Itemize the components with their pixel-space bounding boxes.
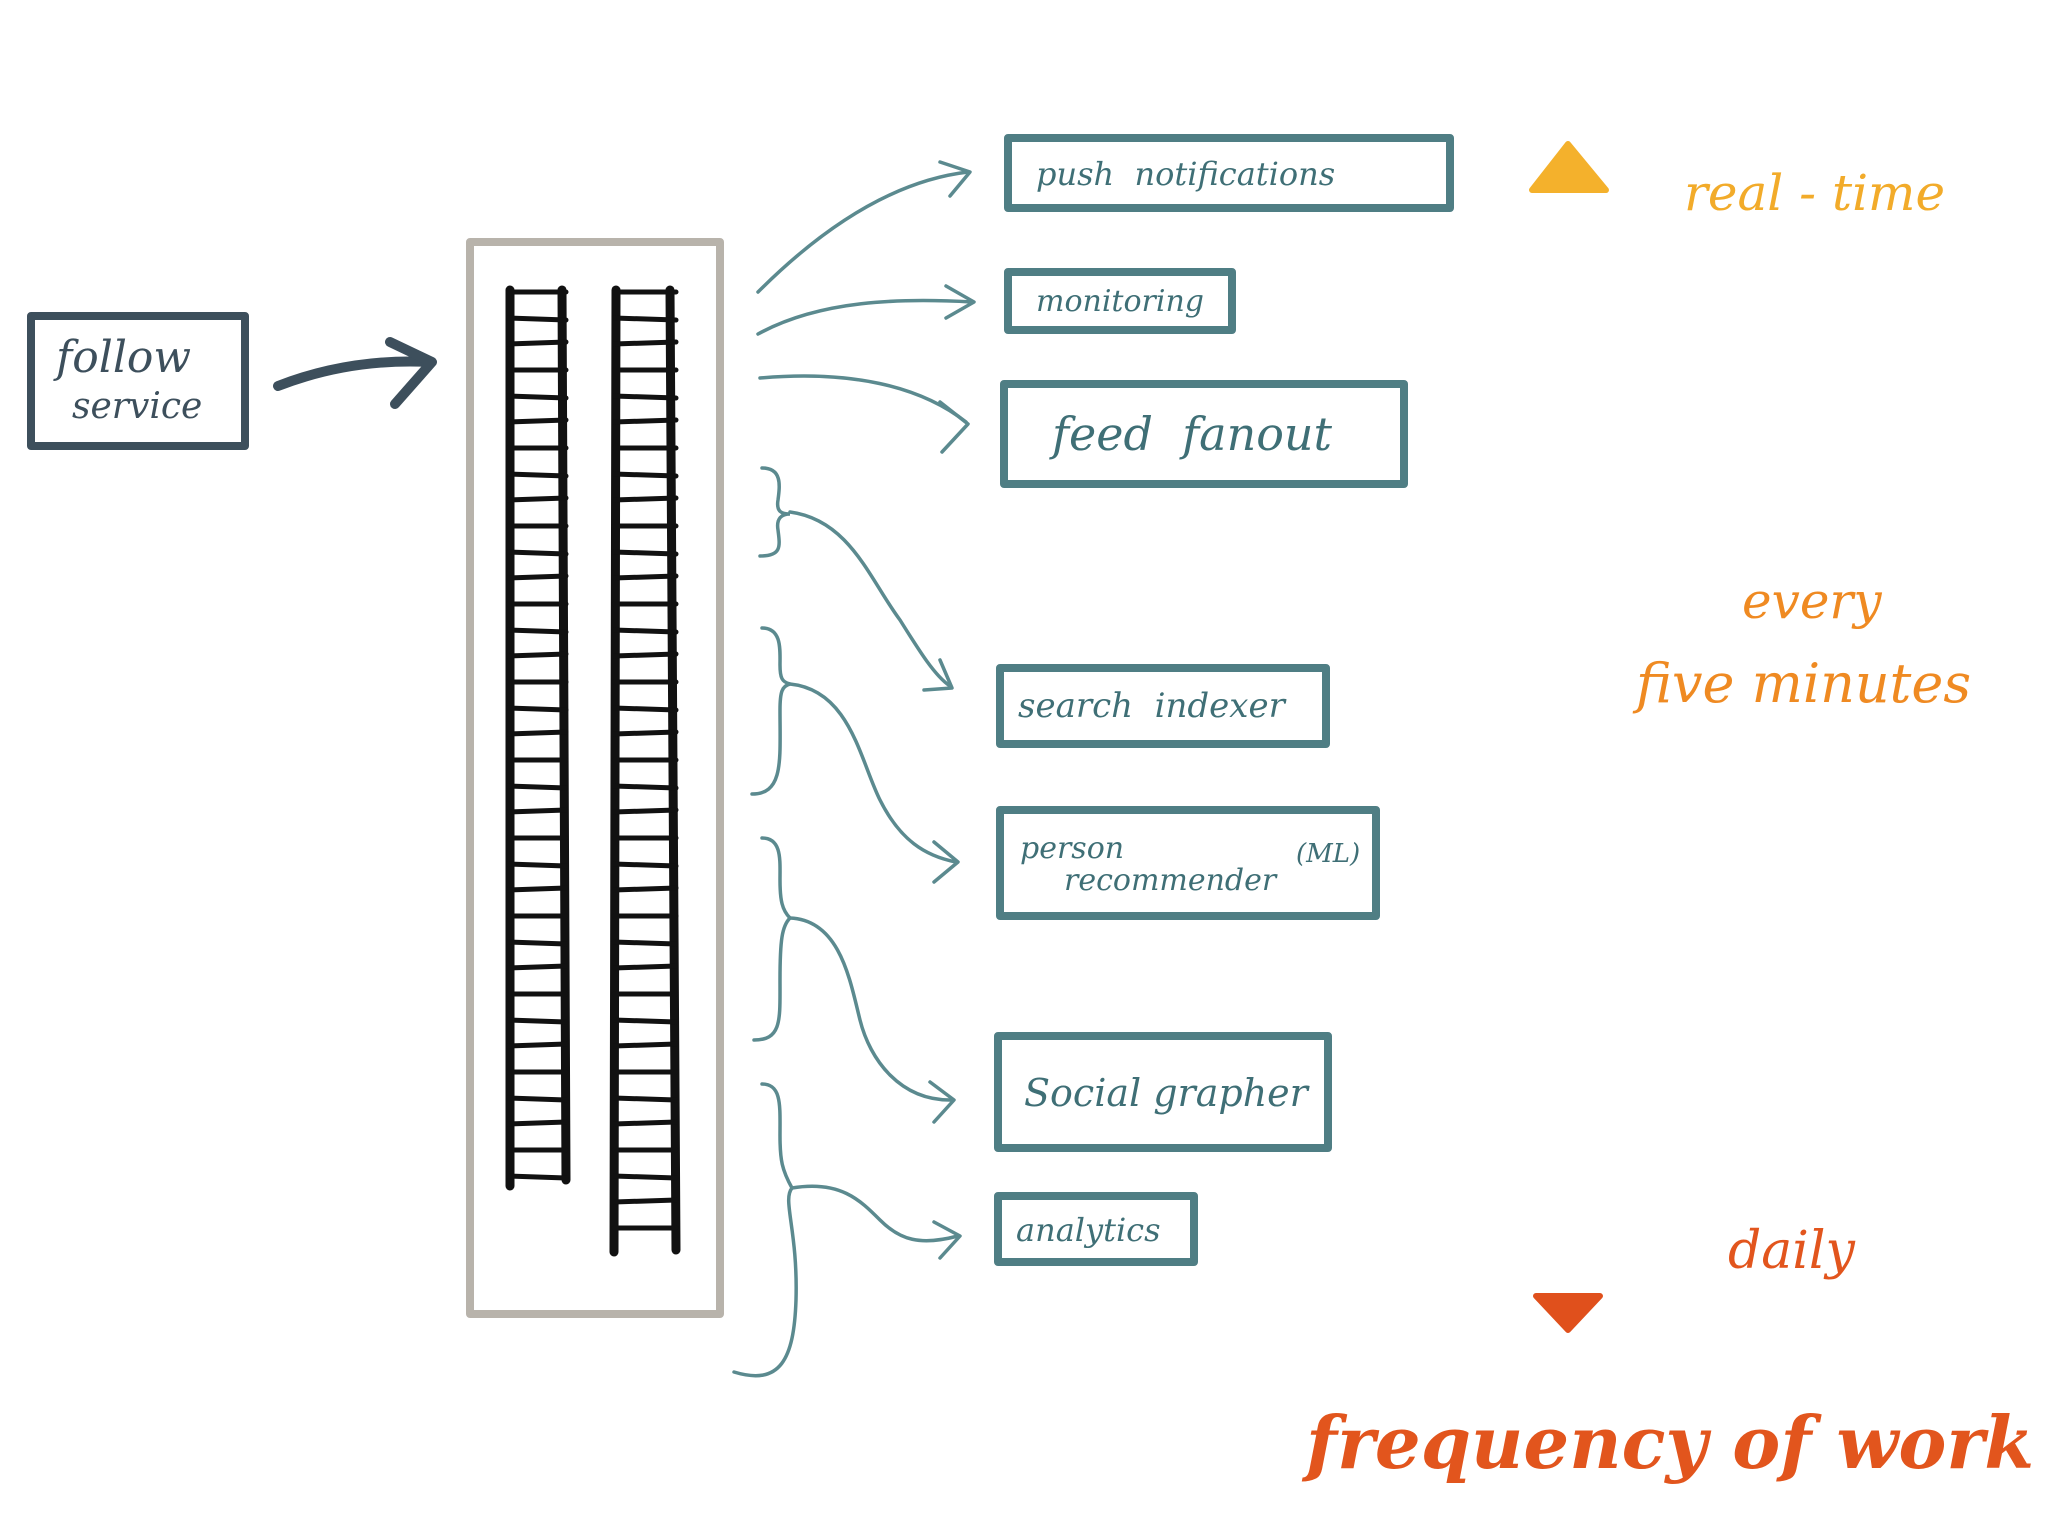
queue-slot — [611, 627, 679, 635]
consumer-person-recommender: person recommender (ML) — [996, 806, 1380, 920]
frequency-axis — [1529, 141, 1609, 1333]
consumer-monitoring: monitoring — [1004, 268, 1236, 334]
feed-fanout-label: feed fanout — [1049, 407, 1333, 461]
queue-slot — [505, 1095, 569, 1103]
queue-slot — [505, 705, 569, 713]
queue-slot — [611, 1095, 679, 1103]
queue-slot — [611, 573, 679, 581]
consumer-feed-fanout: feed fanout — [1000, 380, 1408, 488]
search-indexer-box — [996, 664, 1330, 748]
monitoring-box — [1004, 268, 1236, 334]
message-queue-container — [466, 238, 724, 1318]
queue-slot — [611, 393, 679, 401]
queue-partition-2-slots — [611, 289, 679, 1231]
consumer-social-grapher: Social grapher — [994, 1032, 1332, 1152]
follow-service: follow service — [27, 312, 249, 450]
queue-slot — [611, 861, 679, 869]
queue-slot — [611, 339, 679, 347]
queue-slot — [505, 963, 569, 971]
queue-slot — [611, 417, 679, 425]
consumer-push-notifications: push notifications — [1004, 134, 1454, 212]
queue-slot — [611, 885, 679, 893]
consumer-analytics: analytics — [994, 1192, 1198, 1266]
queue-slot — [611, 963, 679, 971]
queue-partition-2 — [609, 285, 681, 1257]
queue-slot — [505, 339, 569, 347]
analytics-label: analytics — [1016, 1211, 1161, 1249]
push-notifications-label: push notifications — [1036, 155, 1335, 193]
person-recommender-label-line2: recommender — [1064, 863, 1278, 898]
queue-slot — [505, 729, 569, 737]
person-recommender-tag: (ML) — [1296, 839, 1360, 869]
queue-slot — [611, 1197, 679, 1205]
frequency-level-five-minutes-line2: five minutes — [1632, 652, 1971, 715]
feed-fanout-box — [1000, 380, 1408, 488]
queue-slot — [505, 783, 569, 791]
consumer-search-indexer: search indexer — [996, 664, 1330, 748]
person-recommender-label-line1: person — [1020, 831, 1124, 866]
queue-slot — [611, 651, 679, 659]
frequency-level-realtime: real - time — [1684, 164, 1945, 222]
push-notifications-box — [1004, 134, 1454, 212]
queue-slot — [505, 549, 569, 557]
queue-slot — [505, 807, 569, 815]
queue-slot — [505, 1173, 569, 1181]
analytics-box — [994, 1192, 1198, 1266]
queue-slot — [505, 315, 569, 323]
frequency-level-five-minutes-line1: every — [1742, 572, 1882, 630]
queue-slot — [611, 549, 679, 557]
queue-slot — [505, 1041, 569, 1049]
queue-slot — [505, 885, 569, 893]
queue-slot — [505, 471, 569, 479]
monitoring-label: monitoring — [1036, 284, 1204, 319]
queue-slot — [611, 807, 679, 815]
frequency-axis-arrow-up-icon — [1529, 141, 1609, 193]
queue-slot — [611, 471, 679, 479]
search-indexer-label: search indexer — [1018, 686, 1287, 726]
queue-slot — [505, 939, 569, 947]
social-grapher-label: Social grapher — [1024, 1071, 1311, 1115]
queue-slot — [505, 651, 569, 659]
queue-slot — [505, 393, 569, 401]
queue-slot — [611, 783, 679, 791]
frequency-level-daily: daily — [1728, 1221, 1856, 1281]
queue-partition-1-slots — [505, 289, 569, 1181]
queue-slot — [611, 939, 679, 947]
queue-slot — [505, 861, 569, 869]
queue-slot — [505, 1119, 569, 1127]
queue-slot — [505, 627, 569, 635]
queue-slot — [611, 315, 679, 323]
queue-slot — [505, 417, 569, 425]
queue-slot — [611, 729, 679, 737]
queue-slot — [611, 1173, 679, 1181]
queue-slot — [611, 1017, 679, 1025]
follow-service-box — [27, 312, 249, 450]
queue-slot — [505, 1017, 569, 1025]
social-grapher-box — [994, 1032, 1332, 1152]
follow-service-label-line2: service — [72, 386, 202, 427]
frequency-axis-arrow-down-icon — [1533, 1293, 1603, 1333]
queue-slot — [611, 495, 679, 503]
queue-slot — [505, 573, 569, 581]
consumer-arrows — [732, 160, 976, 1378]
queue-slot — [505, 495, 569, 503]
queue-slot — [611, 1041, 679, 1049]
follow-service-label-line1: follow — [53, 332, 191, 383]
queue-slot — [611, 705, 679, 713]
queue-partition-1 — [505, 285, 571, 1191]
source-to-queue-arrow — [273, 337, 437, 409]
queue-slot — [611, 1119, 679, 1127]
person-recommender-box — [996, 806, 1380, 920]
frequency-axis-title: frequency of work — [1301, 1400, 2034, 1485]
